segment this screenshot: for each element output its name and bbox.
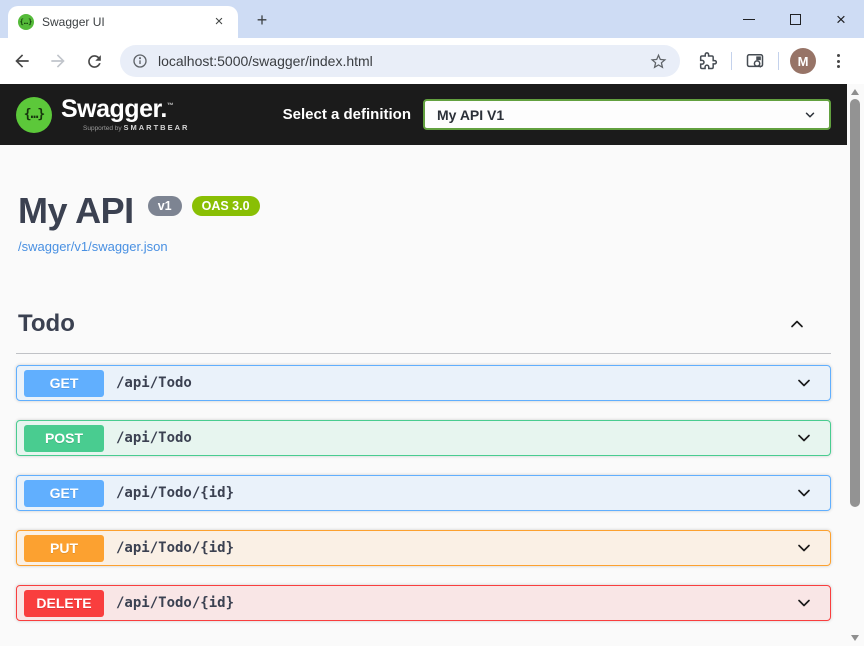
browser-tab[interactable]: {…} Swagger UI × [8, 6, 238, 38]
extensions-icon[interactable] [696, 49, 720, 73]
select-definition-label: Select a definition [282, 106, 411, 123]
method-badge: DELETE [24, 589, 104, 617]
toolbar-actions: M [696, 48, 848, 74]
maximize-button[interactable] [772, 0, 818, 38]
minimize-button[interactable] [726, 0, 772, 38]
oas-badge: OAS 3.0 [191, 196, 260, 216]
spec-json-link[interactable]: /swagger/v1/swagger.json [18, 239, 168, 254]
api-info: My API v1 OAS 3.0 /swagger/v1/swagger.js… [0, 145, 847, 256]
selected-definition: My API V1 [437, 106, 505, 123]
brand-text: Swagger. [61, 95, 167, 123]
brand-trademark: ™ [166, 102, 174, 110]
url-text[interactable]: localhost:5000/swagger/index.html [158, 53, 373, 69]
chevron-down-icon[interactable] [794, 538, 814, 558]
endpoint-path: /api/Todo/{id} [116, 595, 235, 611]
version-badge: v1 [147, 196, 182, 216]
forward-button[interactable] [46, 49, 70, 73]
back-button[interactable] [10, 49, 34, 73]
tag-section-title: Todo [18, 310, 75, 337]
page-scrollbar[interactable] [847, 84, 864, 646]
browser-titlebar: {…} Swagger UI × + × [0, 0, 864, 38]
tag-section-header[interactable]: Todo [16, 310, 831, 354]
method-badge: GET [24, 479, 104, 507]
endpoint-path: /api/Todo/{id} [116, 485, 235, 501]
profile-avatar[interactable]: M [790, 48, 816, 74]
endpoint-row[interactable]: DELETE /api/Todo/{id} [16, 585, 831, 621]
site-info-icon[interactable] [132, 53, 148, 69]
swagger-brand: Swagger.™ Supported by SMARTBEAR [61, 95, 190, 133]
endpoint-row[interactable]: PUT /api/Todo/{id} [16, 530, 831, 566]
endpoint-path: /api/Todo [116, 430, 192, 446]
endpoint-row[interactable]: GET /api/Todo [16, 365, 831, 401]
browser-menu-icon[interactable] [828, 54, 848, 68]
scrollbar-thumb[interactable] [850, 99, 860, 507]
bookmark-star-icon[interactable] [649, 52, 668, 71]
method-badge: GET [24, 369, 104, 397]
tab-title: Swagger UI [42, 15, 105, 29]
definition-select[interactable]: My API V1 [423, 99, 831, 130]
chevron-down-icon[interactable] [794, 373, 814, 393]
tab-close-icon[interactable]: × [214, 13, 224, 30]
method-badge: POST [24, 424, 104, 452]
swagger-content: My API v1 OAS 3.0 /swagger/v1/swagger.js… [0, 145, 847, 646]
side-search-icon[interactable] [743, 49, 767, 73]
toolbar-separator [731, 52, 732, 70]
api-title: My API [18, 190, 134, 231]
chevron-down-icon [805, 111, 815, 118]
chevron-down-icon[interactable] [794, 428, 814, 448]
close-window-button[interactable]: × [836, 9, 846, 29]
chevron-down-icon[interactable] [794, 593, 814, 613]
endpoint-row[interactable]: POST /api/Todo [16, 420, 831, 456]
chevron-up-icon[interactable] [787, 314, 807, 334]
endpoint-path: /api/Todo [116, 375, 192, 391]
reload-button[interactable] [82, 49, 106, 73]
window-controls: × [726, 0, 864, 38]
toolbar-separator [778, 52, 779, 70]
method-badge: PUT [24, 534, 104, 562]
swagger-topbar: {…} Swagger.™ Supported by SMARTBEAR Sel… [0, 84, 847, 145]
new-tab-button[interactable]: + [256, 10, 268, 30]
swagger-logo-icon: {…} [16, 96, 52, 133]
definition-selector-group: Select a definition My API V1 [283, 99, 831, 130]
endpoint-path: /api/Todo/{id} [116, 540, 235, 556]
chevron-down-icon[interactable] [794, 483, 814, 503]
browser-toolbar: localhost:5000/swagger/index.html M [0, 38, 864, 84]
scroll-up-icon[interactable] [851, 89, 859, 95]
brand-subtitle: Supported by SMARTBEAR [83, 123, 190, 132]
address-bar[interactable]: localhost:5000/swagger/index.html [120, 45, 680, 77]
scroll-down-icon[interactable] [851, 635, 859, 641]
swagger-favicon-icon: {…} [18, 14, 34, 30]
endpoint-list: GET /api/Todo POST /api/Todo GET /api/To… [16, 365, 831, 621]
endpoint-row[interactable]: GET /api/Todo/{id} [16, 475, 831, 511]
